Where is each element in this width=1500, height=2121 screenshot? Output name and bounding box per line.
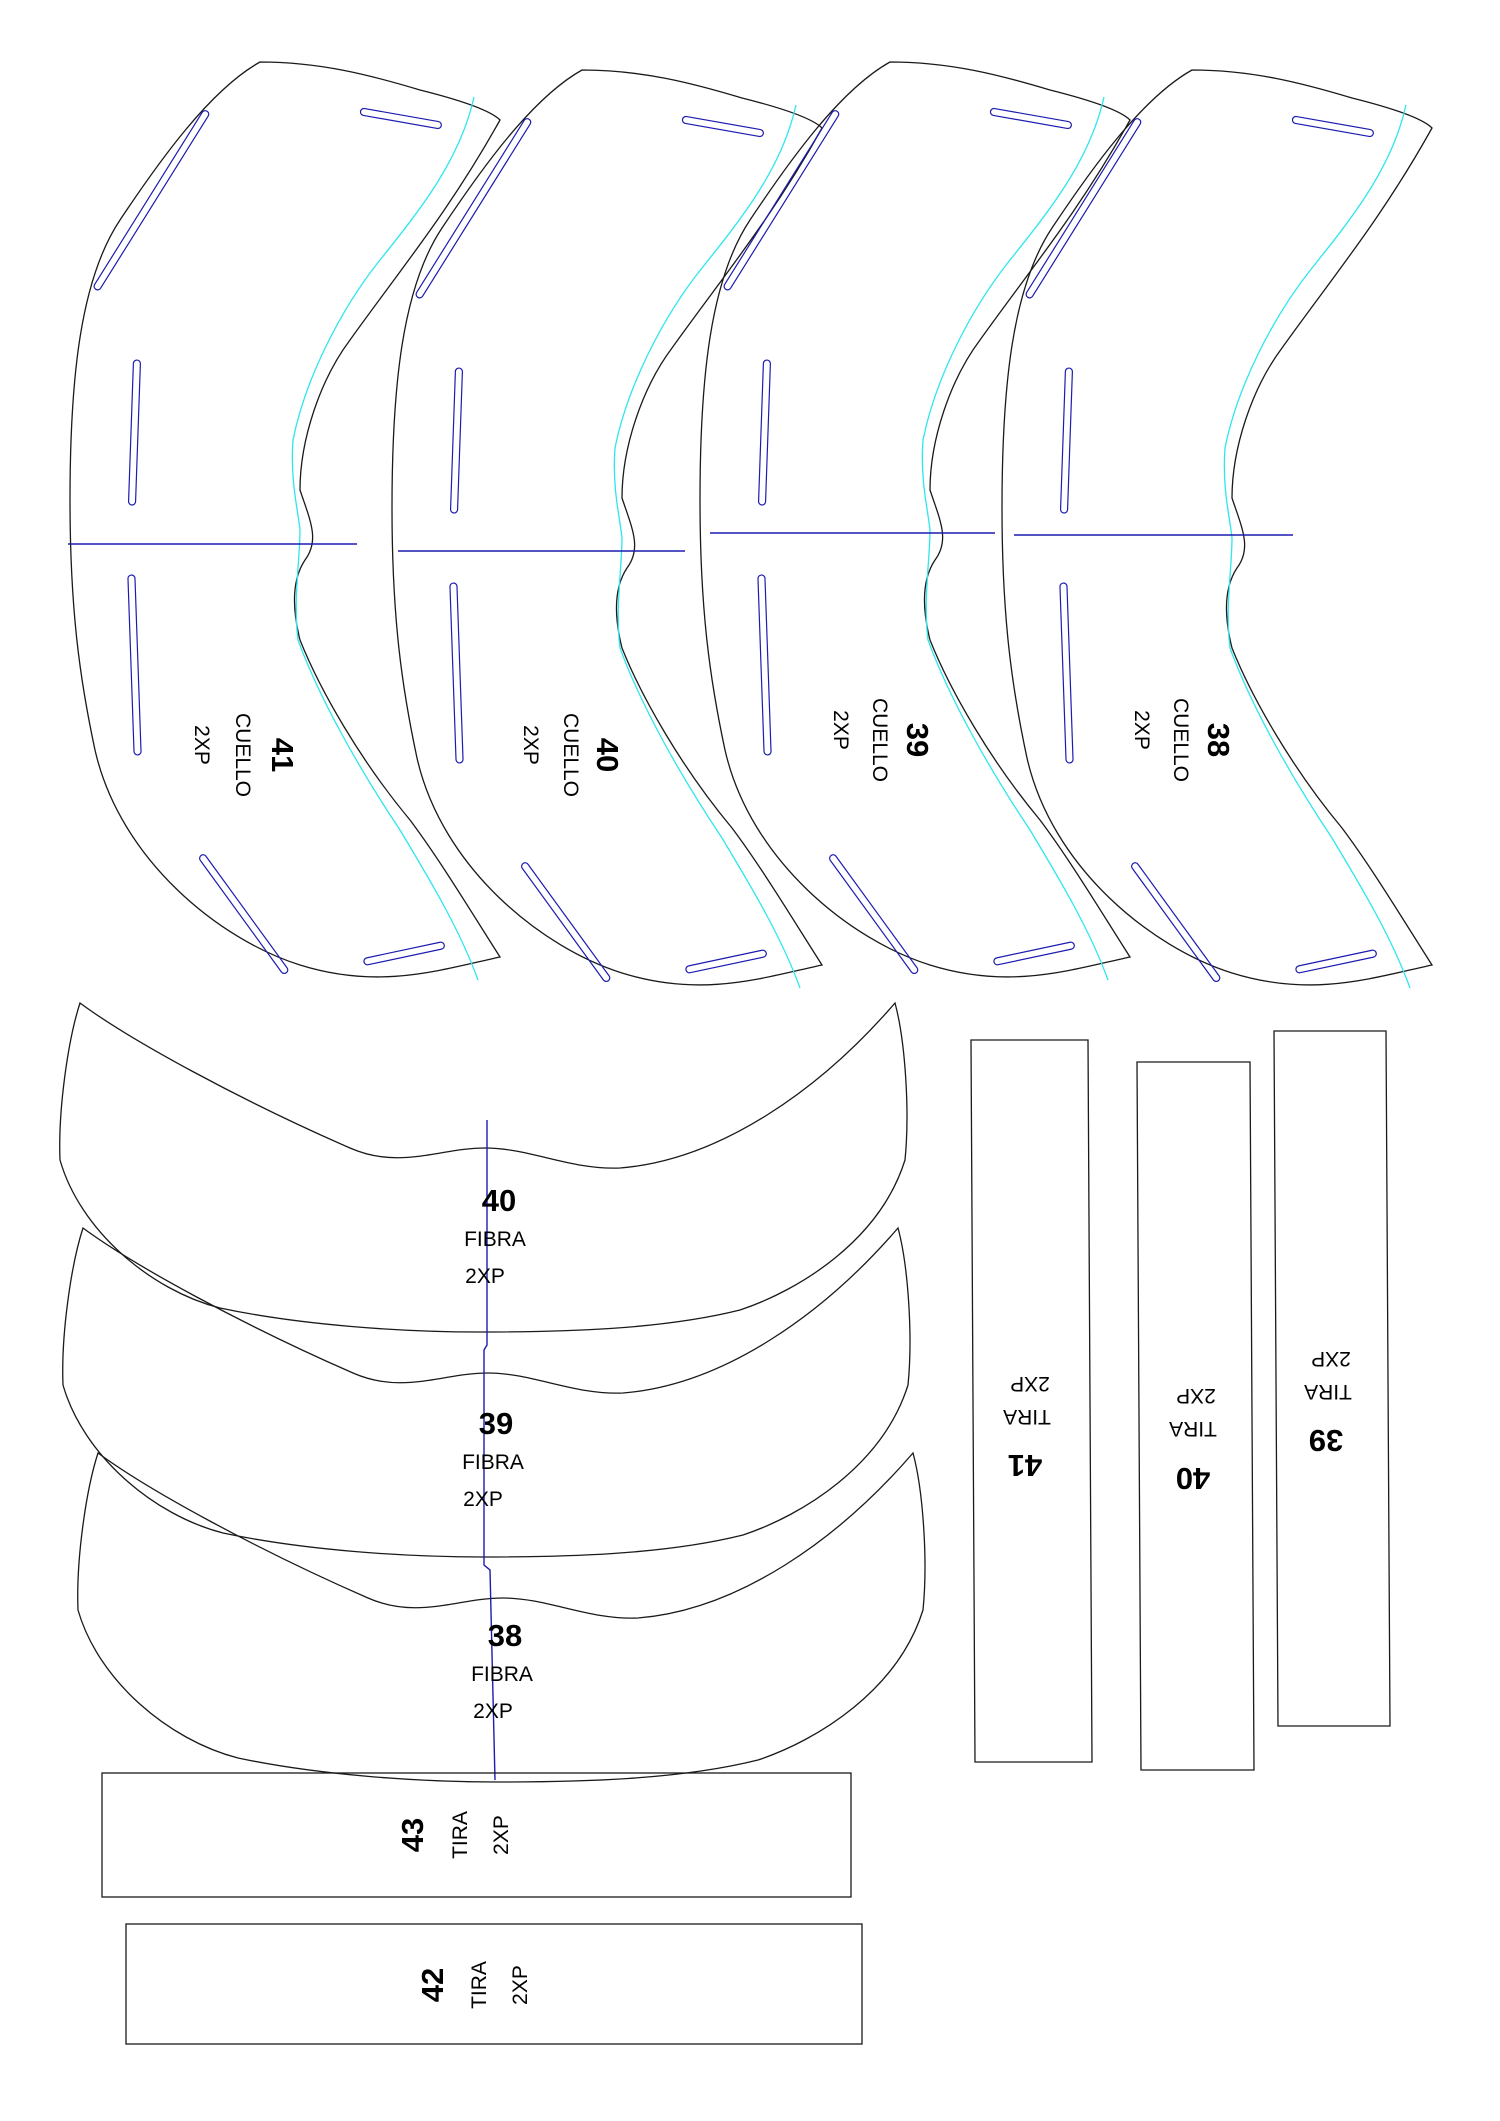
- cuello-38-size: 38: [1201, 723, 1236, 757]
- tira-43-name: TIRA: [449, 1811, 472, 1859]
- tira-39-name: TIRA: [1304, 1380, 1352, 1403]
- fibra-40-name: FIBRA: [464, 1228, 526, 1251]
- fibra-40-qty: 2XP: [465, 1265, 505, 1288]
- tira-42-qty: 2XP: [509, 1965, 532, 2005]
- tira-42-size: 42: [415, 1968, 450, 2002]
- tira-39-size: 39: [1309, 1423, 1343, 1458]
- tira-vertical-40: 40 TIRA 2XP: [1136, 1061, 1255, 1771]
- fibra-39-size: 39: [479, 1406, 513, 1441]
- cuello-piece-39: 39 CUELLO 2XP: [699, 61, 1131, 981]
- tira-41-name: TIRA: [1003, 1405, 1051, 1428]
- cuello-41-qty: 2XP: [190, 725, 213, 765]
- tira-41-qty: 2XP: [1010, 1372, 1050, 1395]
- tira-40-size: 40: [1176, 1461, 1210, 1496]
- tira-vertical-39: 39 TIRA 2XP: [1273, 1030, 1391, 1727]
- cuello-39-qty: 2XP: [829, 710, 852, 750]
- tira-40-qty: 2XP: [1176, 1384, 1216, 1407]
- tira-42-name: TIRA: [468, 1961, 491, 2009]
- cuello-40-qty: 2XP: [519, 725, 542, 765]
- cuello-39-name: CUELLO: [868, 698, 891, 782]
- tira-vertical-41: 41 TIRA 2XP: [970, 1039, 1093, 1763]
- fibra-39-qty: 2XP: [463, 1488, 503, 1511]
- tira-43-qty: 2XP: [490, 1815, 513, 1855]
- tira-horizontal-43: 43 TIRA 2XP: [101, 1772, 852, 1898]
- tira-40-name: TIRA: [1169, 1417, 1217, 1440]
- tira-43-size: 43: [395, 1818, 430, 1852]
- fibra-38-name: FIBRA: [471, 1663, 533, 1686]
- cuello-39-size: 39: [900, 723, 935, 757]
- cuello-40-name: CUELLO: [559, 713, 582, 797]
- cuello-38-qty: 2XP: [1130, 710, 1153, 750]
- fibra-40-size: 40: [482, 1183, 516, 1218]
- cuello-41-size: 41: [265, 738, 300, 772]
- fibra-grain-line: [483, 1120, 496, 1781]
- tira-39-qty: 2XP: [1311, 1347, 1351, 1370]
- cuello-40-size: 40: [590, 738, 625, 772]
- cuello-piece-41: 41 CUELLO 2XP: [69, 61, 501, 981]
- fibra-38-qty: 2XP: [473, 1700, 513, 1723]
- cuello-41-name: CUELLO: [231, 713, 254, 797]
- cuello-piece-40: 40 CUELLO 2XP: [391, 69, 823, 989]
- fibra-39-name: FIBRA: [462, 1451, 524, 1474]
- tira-41-size: 41: [1008, 1448, 1042, 1483]
- tira-horizontal-42: 42 TIRA 2XP: [125, 1923, 863, 2045]
- fibra-38-size: 38: [488, 1618, 522, 1653]
- cuello-38-name: CUELLO: [1169, 698, 1192, 782]
- cuello-piece-38: 38 CUELLO 2XP: [1001, 69, 1433, 989]
